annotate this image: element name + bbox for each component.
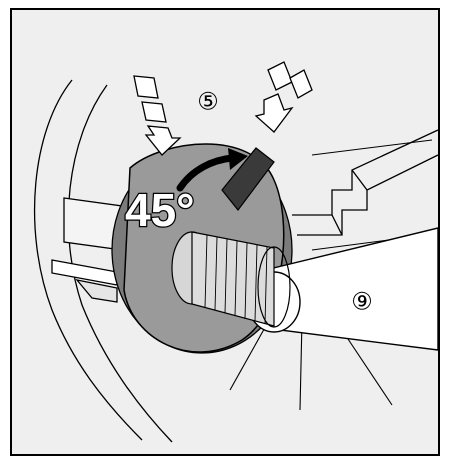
press-arrow-icon bbox=[133, 75, 182, 156]
housing-curves bbox=[33, 79, 173, 443]
notch-marker bbox=[221, 147, 275, 211]
angle-label: 45° bbox=[125, 184, 195, 236]
insert-arrow-icon bbox=[254, 61, 313, 133]
assembly-illustration: ⑤ ⑨ 45° bbox=[12, 10, 438, 454]
bracket-outline bbox=[292, 129, 438, 236]
figure-frame: ⑤ ⑨ 45° bbox=[10, 8, 440, 456]
rotation-arrow-icon bbox=[176, 148, 248, 192]
callout-dial: ⑤ bbox=[197, 89, 219, 116]
knurled-collar bbox=[171, 231, 291, 328]
callout-shaft: ⑨ bbox=[351, 289, 373, 316]
